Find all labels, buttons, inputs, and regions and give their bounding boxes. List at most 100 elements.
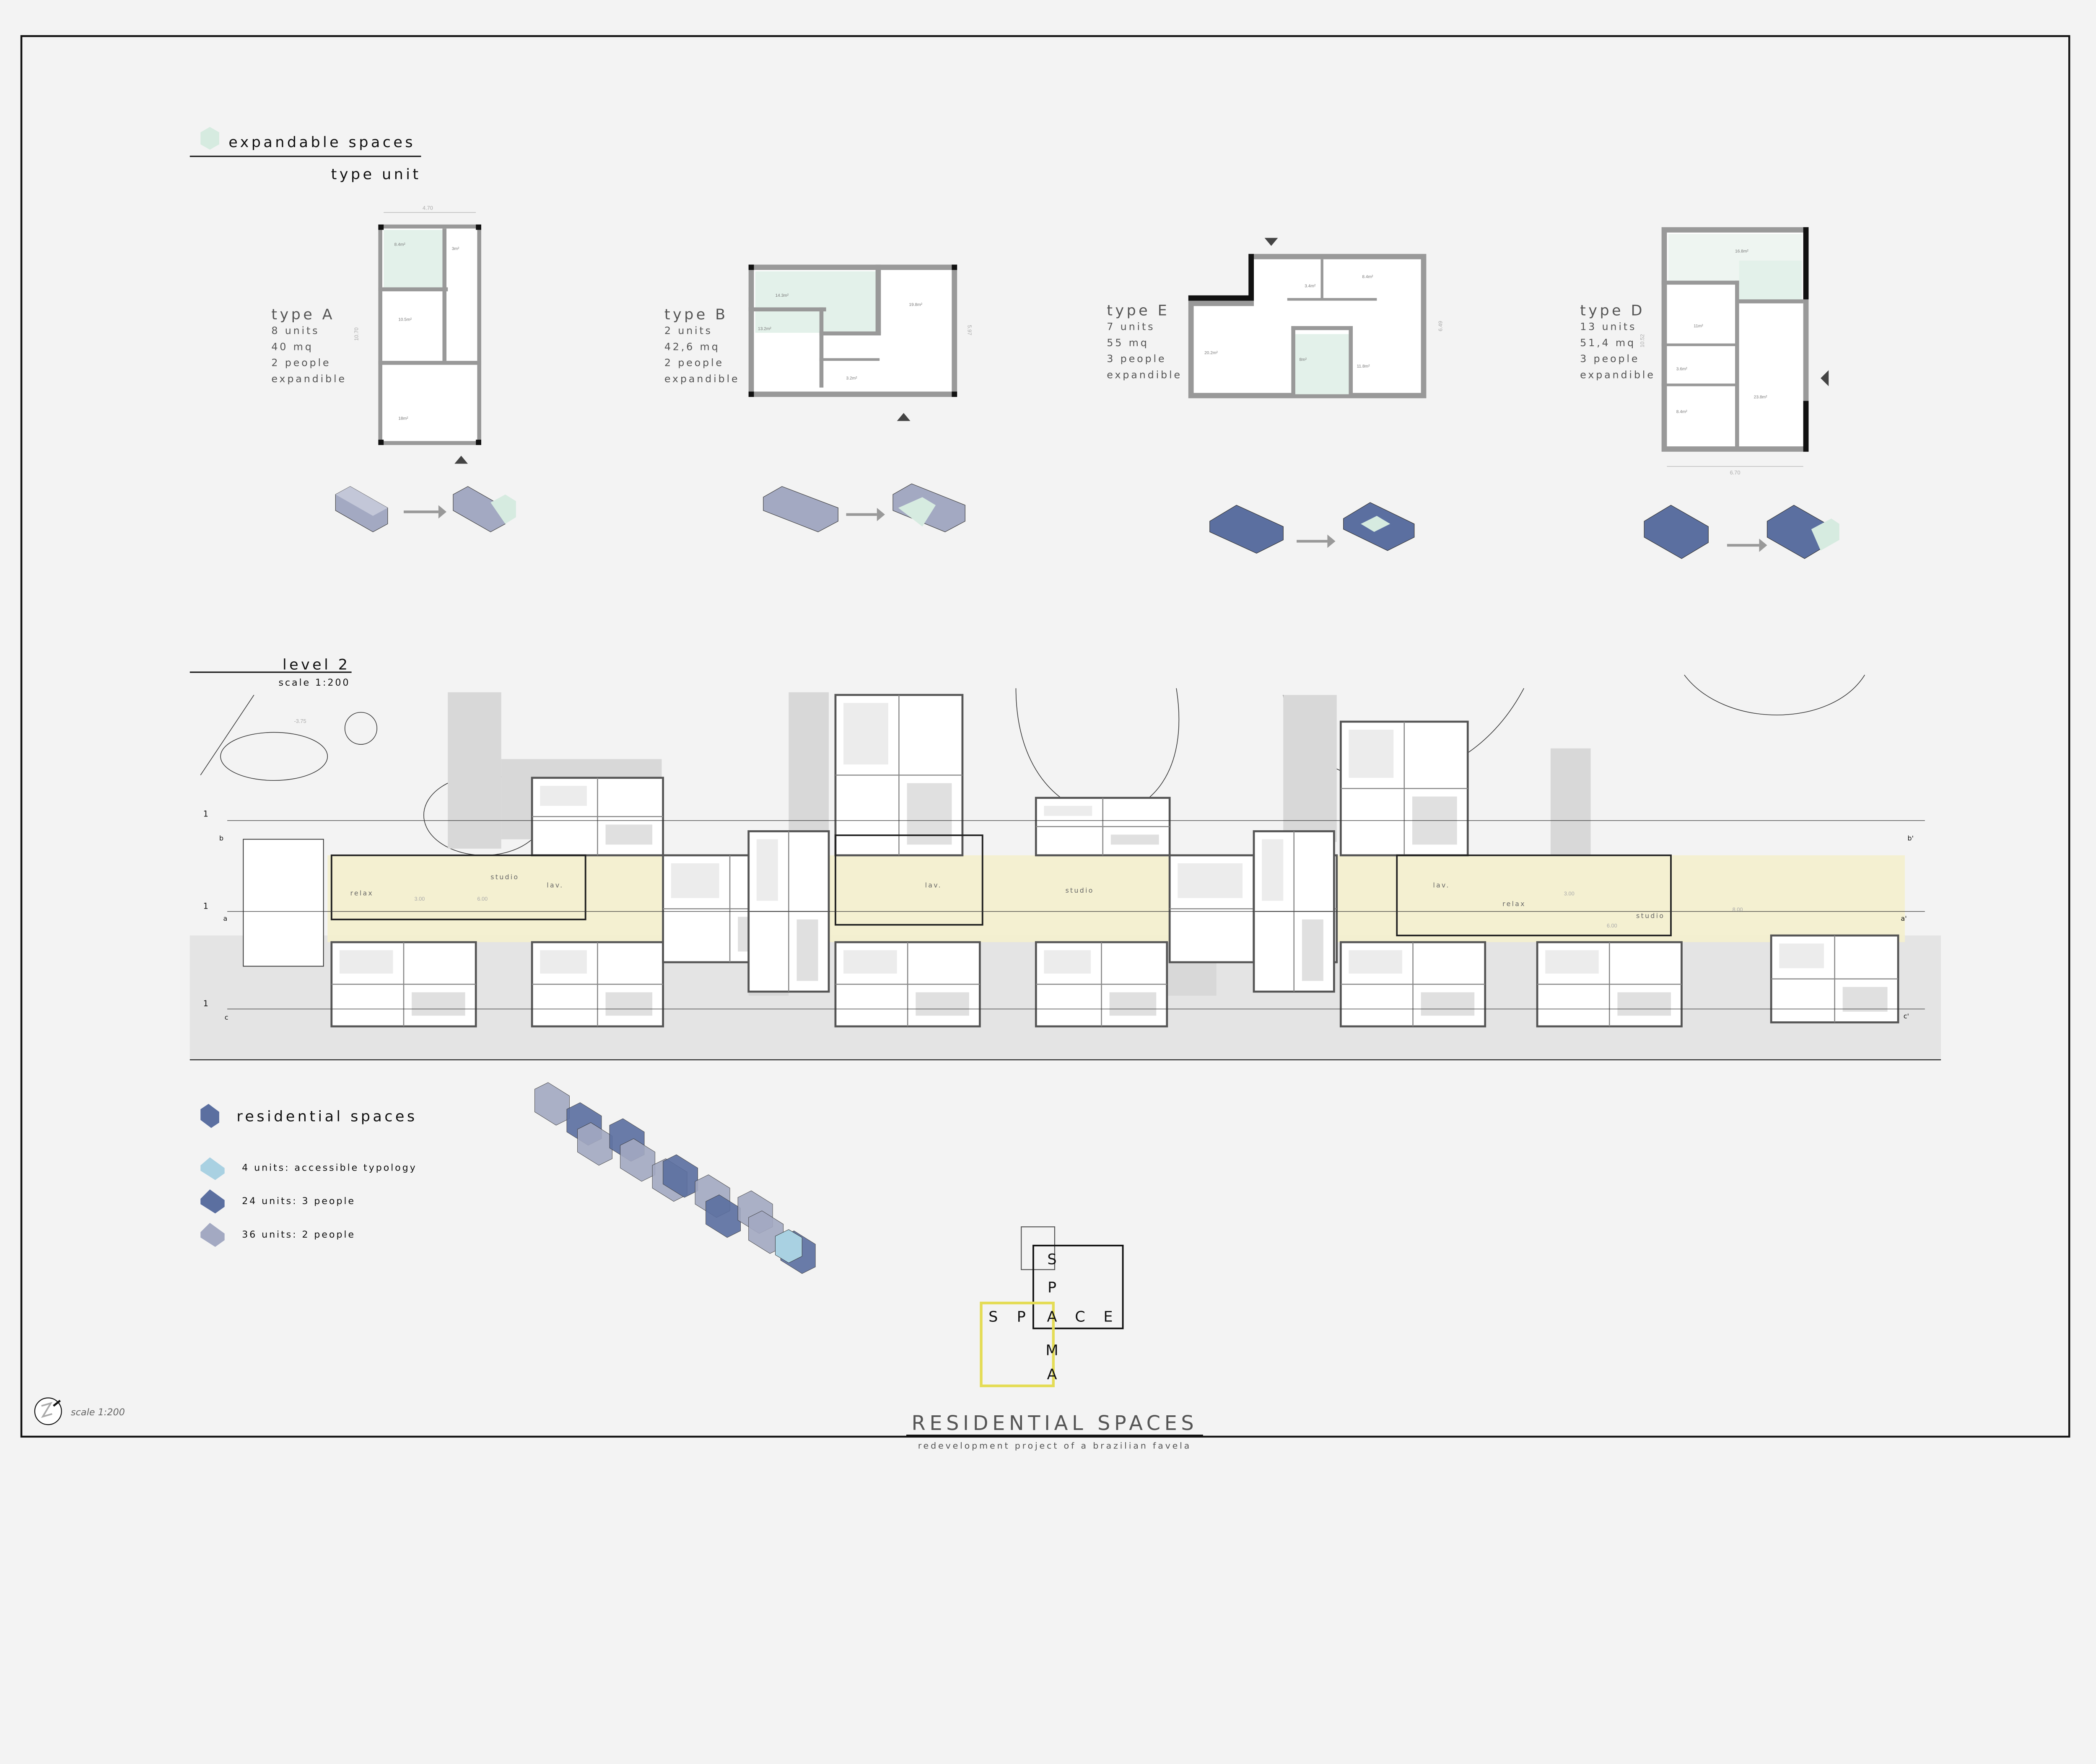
room-label: relax <box>350 889 374 897</box>
section-header-expandable: expandable spaces type unit <box>189 127 421 183</box>
room-label: studio <box>1065 886 1094 894</box>
type-area: 40 mq <box>271 341 313 352</box>
type-units: 2 units <box>664 325 713 337</box>
room-label: studio <box>1636 912 1665 920</box>
unit-block <box>834 694 964 857</box>
svg-text:A: A <box>1047 1366 1057 1383</box>
floor-plan-d: 6.70 10.52 16.8m² 11m² 3.6m² 23.8m² 8.4m… <box>1639 227 1829 476</box>
legend-item: 24 units: 3 people <box>200 1189 355 1214</box>
type-people: 3 people <box>1580 353 1639 365</box>
type-a-card: type A 8 units 40 mq 2 people expandible… <box>271 205 516 532</box>
axis-label: c <box>225 1013 228 1021</box>
axo-unit <box>577 1122 612 1166</box>
poster: expandable spaces type unit type A 8 uni… <box>20 35 2070 1451</box>
unit-block <box>531 777 664 857</box>
expansion-diagram-e <box>1209 502 1415 554</box>
axo-unit <box>775 1229 802 1263</box>
expansion-diagram-b <box>763 483 965 532</box>
unit-block <box>1339 941 1486 1028</box>
dim-height: 10.52 <box>1639 334 1645 347</box>
unit-block <box>1770 934 1899 1023</box>
type-name: type E <box>1107 302 1170 319</box>
legend-item: 4 units: accessible typology <box>200 1157 417 1180</box>
room-label: studio <box>490 873 519 881</box>
axis-label: 1 <box>203 901 208 911</box>
room-area: 19.8m² <box>909 303 922 307</box>
entrance-arrow-icon <box>1821 370 1829 386</box>
three-people-swatch-icon <box>200 1189 225 1214</box>
dim-height: 10.70 <box>353 327 360 341</box>
legend-label: 24 units: 3 people <box>242 1196 355 1207</box>
dim-width: 4.70 <box>423 205 433 211</box>
dim-height: 6.49 <box>1437 321 1444 332</box>
level-mark: -3.75 <box>294 718 306 724</box>
room-label: relax <box>1502 900 1526 908</box>
level-scale: scale 1:200 <box>278 677 350 688</box>
two-people-swatch-icon <box>200 1223 225 1247</box>
unit-block <box>1339 720 1469 857</box>
level-mark: 3.00 <box>415 896 425 902</box>
legend-label: 4 units: accessible typology <box>242 1162 417 1173</box>
room-area: 11.8m² <box>1357 364 1370 369</box>
entrance-arrow-icon <box>1264 238 1278 246</box>
room-area: 8m² <box>1299 357 1307 362</box>
type-people: 3 people <box>1107 353 1166 365</box>
room-area: 18m² <box>398 416 408 421</box>
type-note: expandible <box>1107 369 1182 381</box>
unit-block <box>1536 941 1683 1028</box>
type-name: type A <box>271 306 335 323</box>
type-units: 13 units <box>1580 321 1637 333</box>
level-mark: 6.00 <box>1607 922 1617 929</box>
footer-scale: scale 1:200 <box>71 1407 125 1418</box>
shadow <box>448 692 501 849</box>
common-room <box>835 834 983 926</box>
unit-block <box>1035 941 1168 1028</box>
svg-text:M: M <box>1045 1342 1058 1359</box>
type-d-card: type D 13 units 51,4 mq 3 people expandi… <box>1580 227 1839 559</box>
floor-plan-e: 6.49 8.4m² 3.4m² 20.2m² 8m² 11.8m² <box>1188 238 1444 399</box>
unit-block <box>1035 797 1171 857</box>
level-mark: 6.00 <box>477 896 488 902</box>
type-units: 7 units <box>1107 321 1155 333</box>
type-note: expandible <box>664 373 740 385</box>
expansion-diagram-a <box>335 486 516 532</box>
common-room <box>330 854 586 920</box>
axis-label: a <box>223 914 228 922</box>
shadow <box>1283 695 1337 842</box>
section-subtitle: type unit <box>331 166 421 183</box>
level-2-header: level 2 scale 1:200 <box>189 656 352 688</box>
axis-label: a' <box>1901 914 1907 922</box>
room-label: lav. <box>547 881 563 889</box>
level-title: level 2 <box>283 656 350 673</box>
axis-label: 1 <box>203 809 208 819</box>
room-area: 8.4m² <box>1362 275 1373 279</box>
room-area: 8.4m² <box>1676 409 1688 414</box>
type-people: 2 people <box>271 357 331 369</box>
axo-unit <box>706 1194 741 1238</box>
unit-block <box>834 941 981 1028</box>
svg-text:S: S <box>988 1308 998 1326</box>
room-area: 11m² <box>1694 324 1703 329</box>
poster-subtitle: redevelopment project of a brazilian fav… <box>918 1441 1191 1451</box>
residential-cube-icon <box>200 1103 219 1128</box>
svg-text:C: C <box>1075 1308 1085 1326</box>
room-area: 3.4m² <box>1305 284 1316 289</box>
axonometric-diagram <box>534 1082 816 1274</box>
type-area: 55 mq <box>1107 337 1149 349</box>
room-area: 14.3m² <box>775 293 789 298</box>
room-area: 10.5m² <box>398 317 412 322</box>
poster-title: RESIDENTIAL SPACES <box>912 1412 1198 1435</box>
type-area: 42,6 mq <box>664 341 720 352</box>
accessible-swatch-icon <box>200 1157 225 1180</box>
type-b-card: type B 2 units 42,6 mq 2 people expandib… <box>664 264 973 532</box>
type-units: 8 units <box>271 325 319 337</box>
unit-block <box>531 941 664 1028</box>
room-area: 16.8m² <box>1735 249 1748 254</box>
spama-logo: S P A C E S P M A <box>980 1226 1124 1387</box>
room-area: 23.8m² <box>1754 395 1767 399</box>
type-note: expandible <box>271 373 347 385</box>
section-title: expandable spaces <box>228 134 415 151</box>
type-people: 2 people <box>664 357 724 369</box>
type-note: expandible <box>1580 369 1655 381</box>
level-mark: 8.00 <box>1733 907 1743 913</box>
